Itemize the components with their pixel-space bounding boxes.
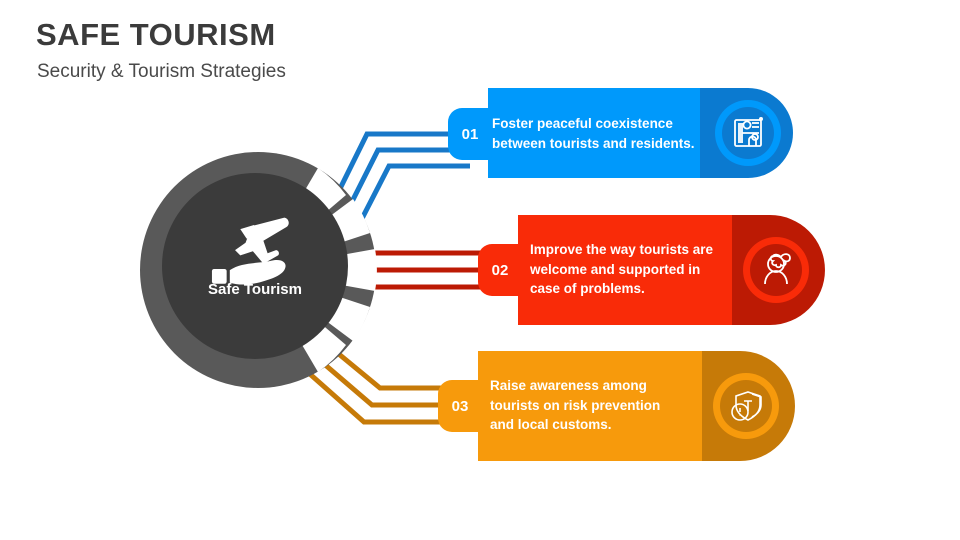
shield-alert-icon — [731, 391, 762, 421]
card-text-01-line-1: Foster peaceful coexistence — [492, 116, 673, 131]
support-agent-icon — [764, 253, 791, 285]
card-number-03: 03 — [451, 398, 469, 415]
page-subtitle: Security & Tourism Strategies — [37, 61, 286, 82]
card-text-02-line-1: Improve the way tourists are — [530, 242, 714, 257]
card-text-03-line-1: Raise awareness among — [490, 378, 647, 393]
hub-label: Safe Tourism — [208, 281, 302, 298]
card-text-02-line-3: case of problems. — [530, 281, 645, 297]
card-text-01: Foster peaceful coexistence between tour… — [492, 114, 695, 153]
plane-on-hand-icon — [211, 217, 289, 285]
card-03[interactable] — [438, 351, 795, 461]
card-01[interactable] — [448, 88, 793, 178]
card-text-02: Improve the way tourists are welcome and… — [530, 240, 713, 299]
card-text-03-line-2: tourists on risk prevention — [490, 397, 661, 413]
page-title: SAFE TOURISM — [36, 17, 276, 52]
card-number-02: 02 — [491, 262, 509, 279]
checklist-person-icon — [734, 117, 763, 147]
card-text-02-line-2: welcome and supported in — [530, 261, 701, 277]
card-text-01-line-2: between tourists and residents. — [492, 135, 695, 151]
card-number-01: 01 — [461, 126, 479, 143]
card-text-03: Raise awareness among tourists on risk p… — [490, 376, 660, 435]
card-02[interactable] — [478, 215, 825, 325]
card-text-03-line-3: and local customs. — [490, 417, 612, 433]
